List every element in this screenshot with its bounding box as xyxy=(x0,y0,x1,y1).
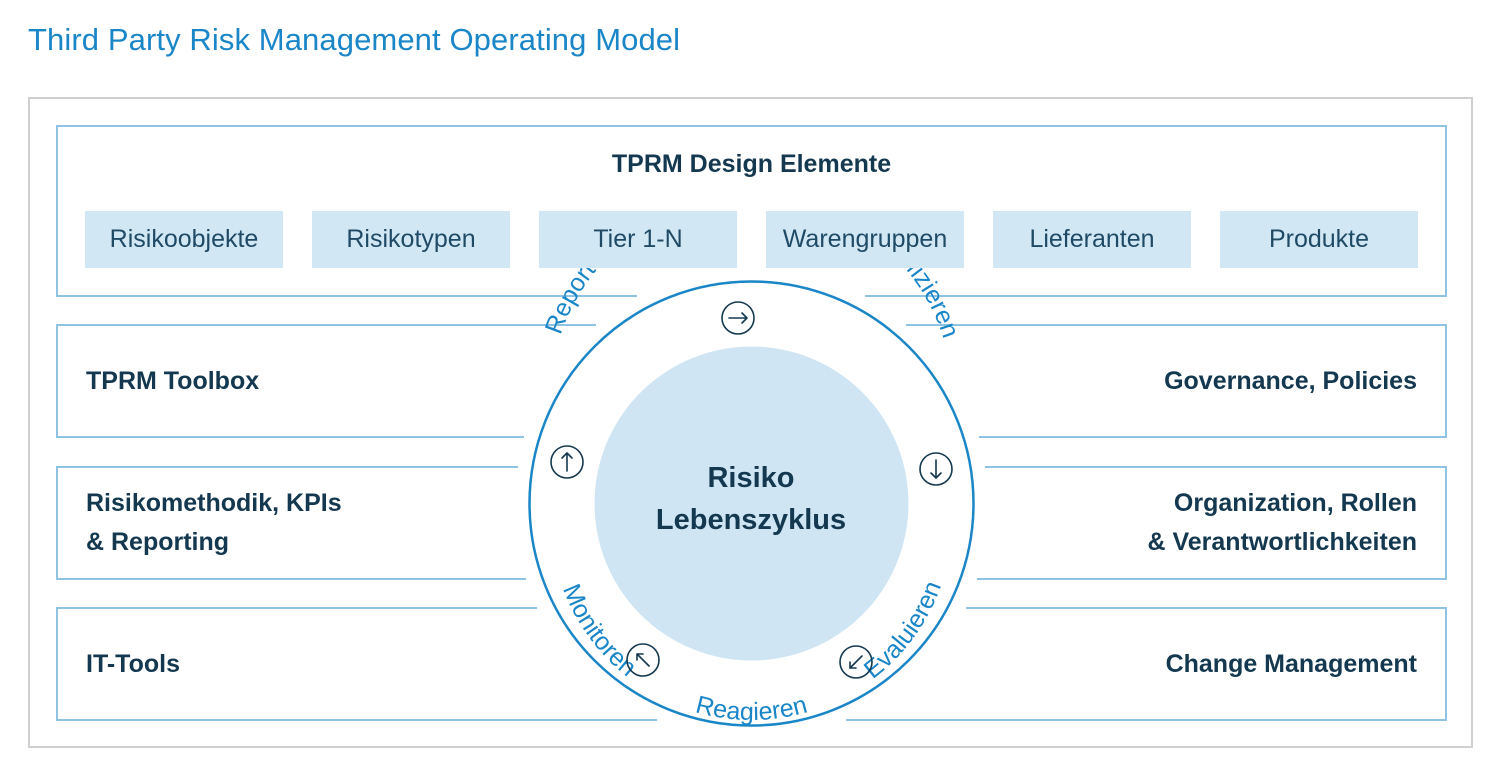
organization-box xyxy=(977,466,1447,580)
left-label-toolbox: TPRM Toolbox xyxy=(86,367,260,395)
left-label-methodik: Risikomethodik, KPIs & Reporting xyxy=(86,489,342,556)
design-elements-box xyxy=(56,125,1447,297)
right-label-change-management: Change Management xyxy=(1165,650,1417,678)
outer-frame xyxy=(28,97,1473,748)
right-label-governance: Governance, Policies xyxy=(1164,367,1417,395)
change-mgmt-box xyxy=(846,607,1447,721)
page-title: Third Party Risk Management Operating Mo… xyxy=(28,22,681,57)
arrow-up-left-icon xyxy=(626,643,660,677)
chip-tier: Tier 1-N xyxy=(539,211,737,268)
design-elements-heading: TPRM Design Elemente xyxy=(611,150,892,178)
chip-warengruppen: Warengruppen xyxy=(766,211,964,268)
toolbox-box xyxy=(56,324,596,438)
methodik-box xyxy=(56,466,526,580)
chip-lieferanten: Lieferanten xyxy=(993,211,1191,268)
chip-risikoobjekte: Risikoobjekte xyxy=(85,211,283,268)
arrow-down-left-icon xyxy=(839,645,873,679)
center-disc xyxy=(594,346,909,661)
it-tools-box xyxy=(56,607,657,721)
governance-box xyxy=(906,324,1447,438)
arrow-up-icon xyxy=(550,445,584,479)
arrow-right-icon xyxy=(721,301,755,335)
chip-produkte: Produkte xyxy=(1220,211,1418,268)
chip-risikotypen: Risikotypen xyxy=(312,211,510,268)
right-label-organization: Organization, Rollen & Verantwortlichkei… xyxy=(1147,489,1417,556)
arrow-down-icon xyxy=(919,452,953,486)
center-label: Risiko Lebenszyklus xyxy=(655,462,847,536)
left-label-it-tools: IT-Tools xyxy=(86,650,180,678)
